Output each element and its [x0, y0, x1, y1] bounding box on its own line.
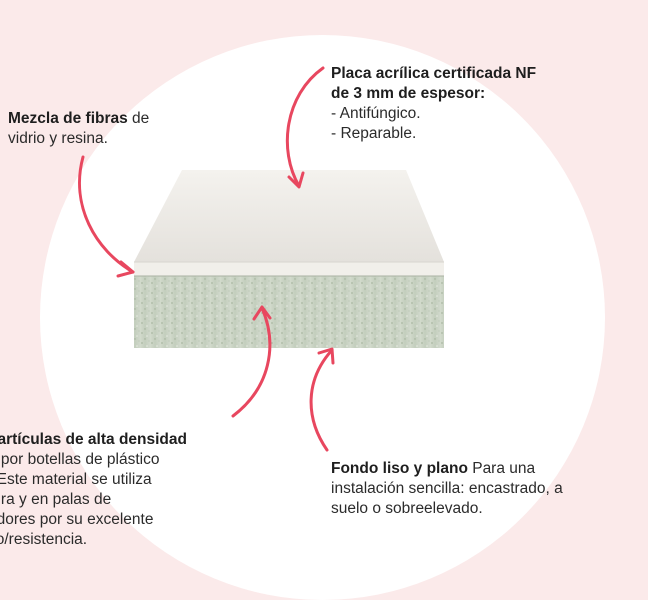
label-particles-text-4: so/resistencia. [0, 531, 88, 548]
label-particles-text-3: adores por su excelente [0, 511, 154, 528]
arrow-particulas [231, 305, 272, 418]
label-acrylic-plate-title-0: Placa acrílica certificada NF [331, 65, 537, 82]
label-flat-bottom: Fondo liso y plano Para una instalación … [331, 459, 563, 519]
panel-acrylic-edge [134, 262, 444, 276]
arrow-placa [285, 66, 325, 189]
panel-core-layer [134, 276, 444, 348]
label-acrylic-plate: Placa acrílica certificada NF de 3 mm de… [331, 64, 536, 144]
label-acrylic-plate-text-0: - Antifúngico. [331, 105, 421, 122]
label-flat-bottom-text-2: suelo o sobreelevado. [331, 500, 483, 517]
label-flat-bottom-title: Fondo liso y plano [331, 460, 468, 477]
label-fiber-mix: Mezcla de fibras de vidrio y resina. [8, 109, 149, 149]
label-fiber-mix-text-0: de [127, 110, 150, 127]
arrow-fondo [309, 347, 335, 452]
diagram-illustration [78, 66, 444, 452]
label-particles-title: partículas de alta densidad [0, 431, 187, 448]
label-fiber-mix-title: Mezcla de fibras [8, 110, 128, 127]
label-fiber-mix-text-1: vidrio y resina. [8, 130, 108, 147]
label-flat-bottom-text-1: instalación sencilla: encastrado, a [331, 480, 563, 497]
panel-top-surface [134, 170, 444, 262]
arrow-fibras [78, 155, 135, 278]
label-flat-bottom-text-0: Para una [467, 460, 536, 477]
label-acrylic-plate-title-1: de 3 mm de espesor: [331, 85, 486, 102]
label-high-density-particles: partículas de alta densidad o por botell… [0, 430, 187, 550]
label-particles-text-2: tura y en palas de [0, 491, 112, 508]
label-particles-text-1: . Este material se utiliza [0, 471, 152, 488]
shower-tray-panel [134, 170, 444, 348]
label-acrylic-plate-text-1: - Reparable. [331, 125, 417, 142]
label-particles-text-0: o por botellas de plástico [0, 451, 160, 468]
